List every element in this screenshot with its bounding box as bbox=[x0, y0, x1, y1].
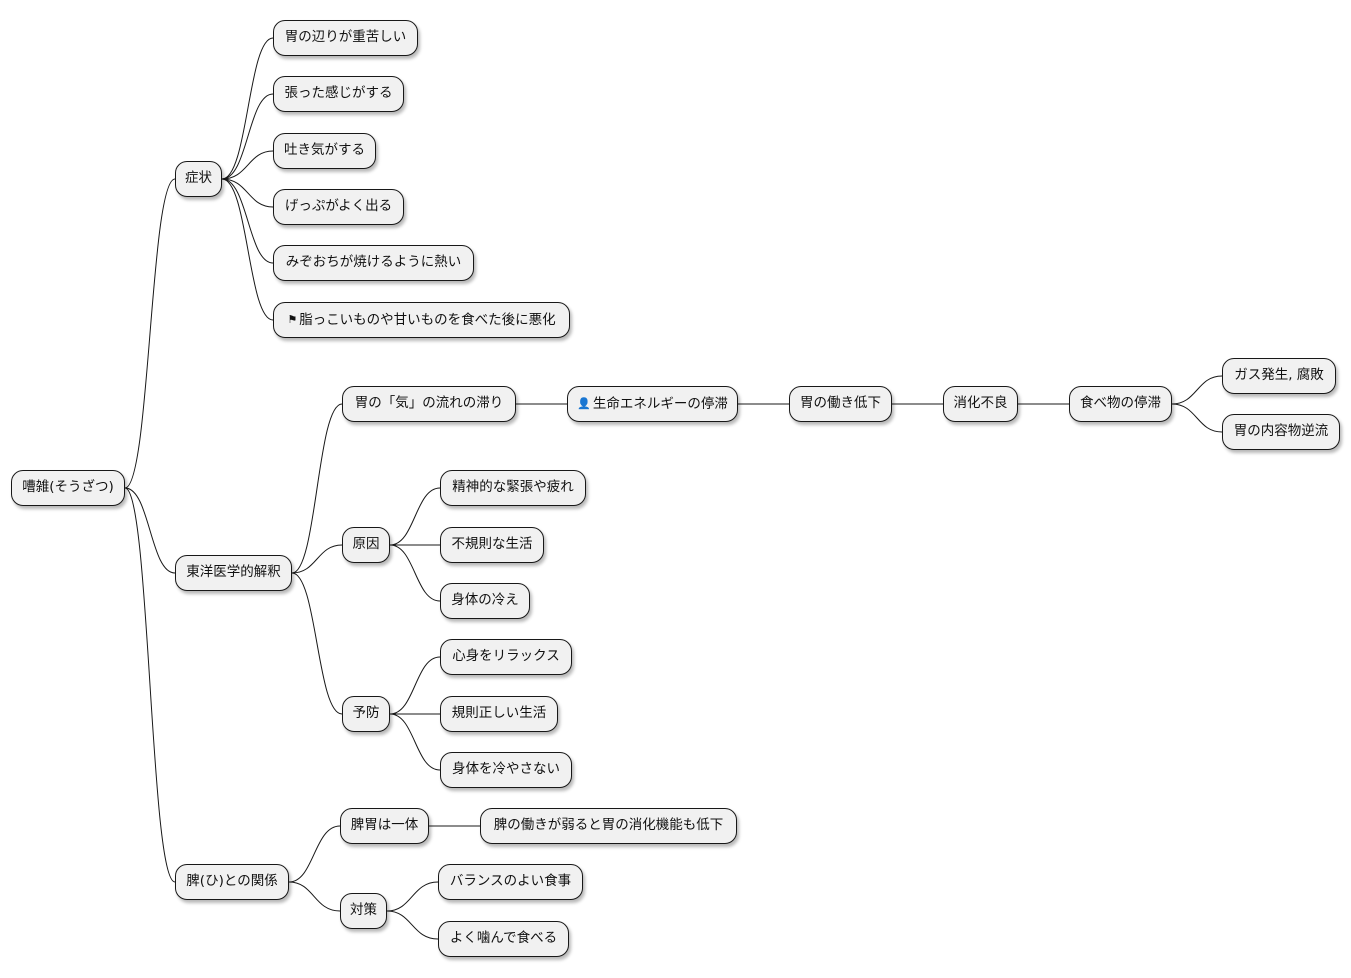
eastern-node: 東洋医学的解釈 bbox=[175, 555, 292, 591]
edge-spleen-unity bbox=[288, 825, 341, 883]
qi-chain-node: 消化不良 bbox=[943, 386, 1018, 422]
symptom-item: 張った感じがする bbox=[273, 76, 404, 112]
measure-item: よく噛んで食べる bbox=[438, 921, 569, 957]
edge-symptoms-1 bbox=[221, 37, 274, 180]
edge-spleen-measures bbox=[288, 881, 341, 912]
causes-node: 原因 bbox=[342, 527, 390, 563]
edge-symptoms-6 bbox=[221, 178, 274, 321]
edge-prevention-3 bbox=[389, 713, 441, 771]
prevention-item: 規則正しい生活 bbox=[440, 696, 558, 732]
edge-measures-2 bbox=[386, 910, 439, 940]
measure-item: バランスのよい食事 bbox=[438, 864, 583, 900]
edge-prevention-1 bbox=[389, 656, 441, 715]
qi-chain-node: 胃の働き低下 bbox=[789, 386, 892, 422]
prevention-item: 身体を冷やさない bbox=[440, 752, 572, 788]
cause-item: 不規則な生活 bbox=[440, 527, 544, 563]
edge-symptoms-4 bbox=[221, 178, 274, 208]
edge-eastern-prevention bbox=[291, 572, 343, 715]
symptom-item: みぞおちが焼けるように熱い bbox=[273, 245, 474, 281]
symptom-item: げっぷがよく出る bbox=[273, 189, 404, 225]
root-node: 嘈雑(そうざつ) bbox=[11, 470, 125, 506]
cause-item: 身体の冷え bbox=[440, 583, 530, 619]
edge-eastern-qi bbox=[291, 403, 343, 574]
edge-qi-result-2 bbox=[1171, 403, 1223, 433]
measures-node: 対策 bbox=[340, 893, 387, 929]
symptom-item-label: 脂っこいものや甘いものを食べた後に悪化 bbox=[299, 312, 556, 328]
edge-symptoms-2 bbox=[221, 93, 274, 180]
qi-result-node: ガス発生, 腐敗 bbox=[1222, 358, 1336, 394]
spleen-node: 脾(ひ)との関係 bbox=[175, 864, 289, 900]
qi-chain-node: 👤生命エネルギーの停滞 bbox=[567, 386, 738, 422]
edge-eastern-causes bbox=[291, 544, 343, 574]
edge-qi-result-1 bbox=[1171, 375, 1223, 405]
prevention-node: 予防 bbox=[342, 696, 390, 732]
person-icon: 👤 bbox=[577, 397, 591, 410]
qi-chain-label: 生命エネルギーの停滞 bbox=[592, 396, 728, 412]
edge-root-symptoms bbox=[124, 178, 176, 489]
edge-root-spleen bbox=[124, 487, 176, 883]
edge-root-eastern bbox=[124, 487, 176, 574]
edge-measures-1 bbox=[386, 881, 439, 912]
edge-symptoms-3 bbox=[221, 150, 274, 180]
flag-icon: ⚑ bbox=[287, 313, 298, 326]
cause-item: 精神的な緊張や疲れ bbox=[440, 470, 586, 506]
qi-chain-node: 食べ物の停滞 bbox=[1069, 386, 1172, 422]
symptom-item: 胃の辺りが重苦しい bbox=[273, 20, 418, 56]
symptoms-node: 症状 bbox=[175, 161, 222, 197]
edge-causes-1 bbox=[389, 487, 441, 546]
unity-detail-node: 脾の働きが弱ると胃の消化機能も低下 bbox=[480, 808, 737, 844]
edge-causes-3 bbox=[389, 544, 441, 602]
qi-result-node: 胃の内容物逆流 bbox=[1222, 414, 1340, 450]
edge-symptoms-5 bbox=[221, 178, 274, 264]
symptom-item: 吐き気がする bbox=[273, 133, 376, 169]
unity-node: 脾胃は一体 bbox=[340, 808, 429, 844]
symptom-item: ⚑脂っこいものや甘いものを食べた後に悪化 bbox=[273, 302, 570, 338]
qi-node: 胃の「気」の流れの滞り bbox=[342, 386, 516, 422]
prevention-item: 心身をリラックス bbox=[440, 639, 572, 675]
